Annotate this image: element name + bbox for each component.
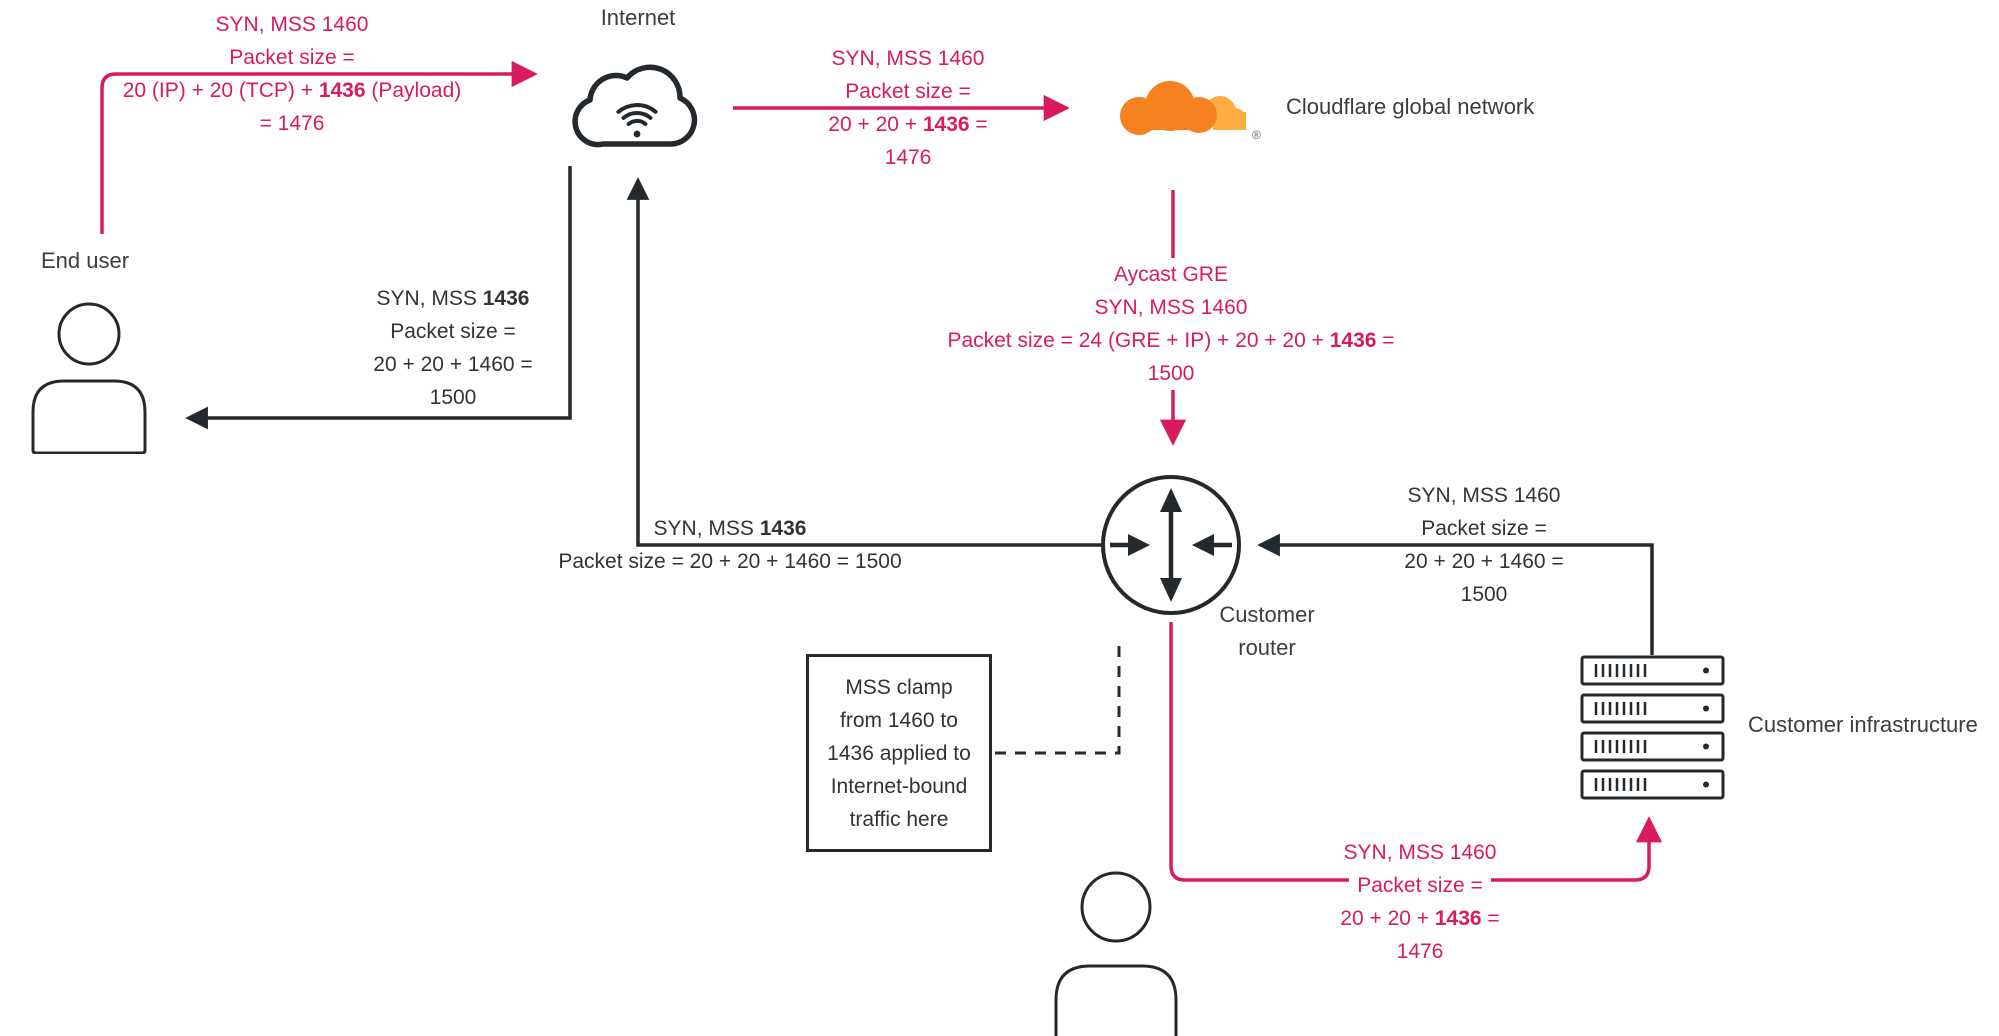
person-head [1080, 871, 1152, 943]
person-head [57, 302, 121, 366]
arrow-router-to-internet [626, 177, 1101, 547]
bottom-person-icon [1054, 871, 1178, 1036]
cloudflare-label: Cloudflare global network [1286, 94, 1535, 119]
arrow-internet-to-user [185, 166, 572, 430]
registered-trademark: ® [1252, 128, 1261, 142]
server-unit [1580, 693, 1725, 724]
person-body [31, 379, 147, 454]
end-user-label: End user [41, 248, 130, 273]
clamp-dashed-line [995, 642, 1121, 755]
router-arrows-icon [1110, 488, 1232, 602]
cloudflare-main-cloud [1120, 81, 1217, 135]
customer-infrastructure-label: Customer infrastructure [1748, 712, 1978, 737]
server-stack-icon [1580, 655, 1725, 800]
end-user-icon [31, 302, 147, 454]
person-body [1054, 964, 1178, 1036]
arrow-user-to-internet [100, 60, 538, 234]
server-unit [1580, 731, 1725, 762]
server-unit [1580, 769, 1725, 800]
server-unit [1580, 655, 1725, 686]
internet-label: Internet [600, 5, 676, 30]
cloudflare-logo-icon [1120, 81, 1246, 135]
internet-cloud-icon [572, 64, 698, 148]
customer-router-icon [1101, 475, 1241, 615]
wifi-icon [616, 103, 658, 138]
arrow-infrastructure-to-router [1257, 533, 1654, 655]
